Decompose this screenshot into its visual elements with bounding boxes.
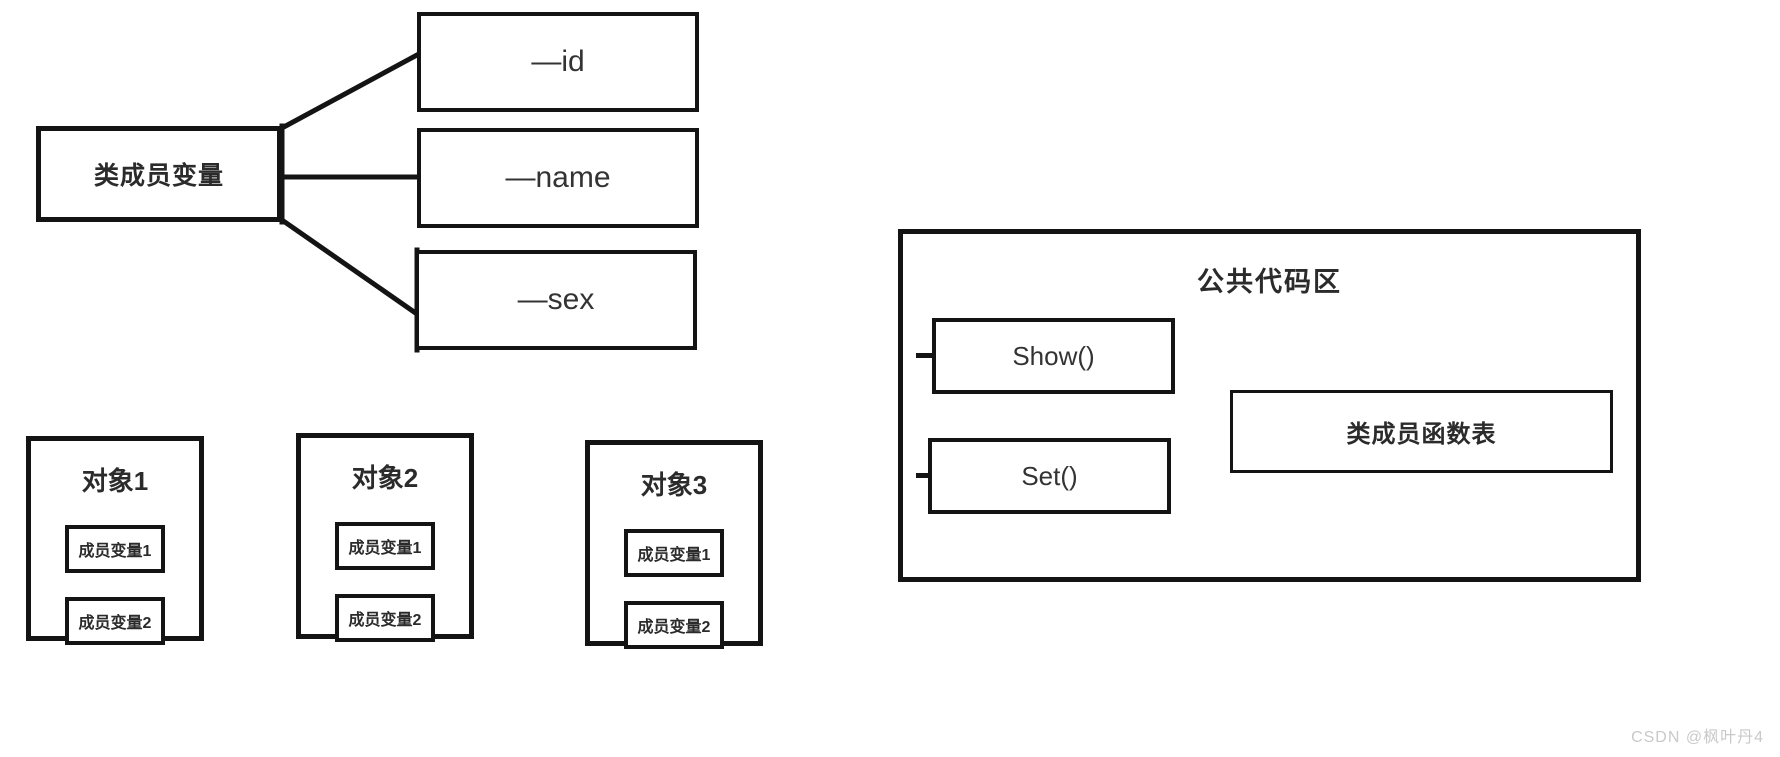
connector-classvar-to-id — [278, 51, 421, 132]
field-sex-box: —sex — [415, 250, 697, 350]
object-card-1: 对象1 成员变量1 成员变量2 — [26, 436, 204, 645]
csdn-watermark: CSDN @枫叶丹4 — [1631, 729, 1764, 746]
class-member-variable-label: 类成员变量 — [93, 162, 224, 190]
object-card-2-member-1: 成员变量1 — [335, 522, 435, 570]
connector-classvar-to-sex — [278, 216, 421, 318]
object-card-1-member-1: 成员变量1 — [65, 525, 165, 573]
show-function-label: Show() — [1012, 340, 1095, 371]
show-left-stub — [916, 353, 932, 358]
object-card-1-member-2: 成员变量2 — [65, 597, 165, 645]
object-card-2: 对象2 成员变量1 成员变量2 — [296, 433, 474, 642]
field-name-box: —name — [417, 128, 699, 228]
field-id-label: —id — [531, 45, 585, 78]
set-function-box: Set() — [928, 438, 1171, 514]
object-card-3-member-1: 成员变量1 — [624, 529, 724, 577]
member-function-table-label: 类成员函数表 — [1346, 421, 1497, 448]
object-card-2-title: 对象2 — [351, 463, 419, 493]
object-card-3-title: 对象3 — [640, 470, 708, 500]
set-left-stub — [916, 473, 932, 478]
public-code-area-title: 公共代码区 — [1197, 267, 1342, 297]
show-function-box: Show() — [932, 318, 1175, 394]
field-name-label: —name — [505, 161, 611, 194]
field-id-box: —id — [417, 12, 699, 112]
class-member-variable-box: 类成员变量 — [36, 126, 282, 222]
object-card-1-title: 对象1 — [81, 466, 149, 496]
field-sex-label: —sex — [517, 283, 595, 316]
object-card-3-member-2: 成员变量2 — [624, 601, 724, 649]
set-function-label: Set() — [1021, 460, 1078, 491]
object-card-3: 对象3 成员变量1 成员变量2 — [585, 440, 763, 649]
member-function-table-box: 类成员函数表 — [1230, 390, 1613, 473]
object-card-2-member-2: 成员变量2 — [335, 594, 435, 642]
